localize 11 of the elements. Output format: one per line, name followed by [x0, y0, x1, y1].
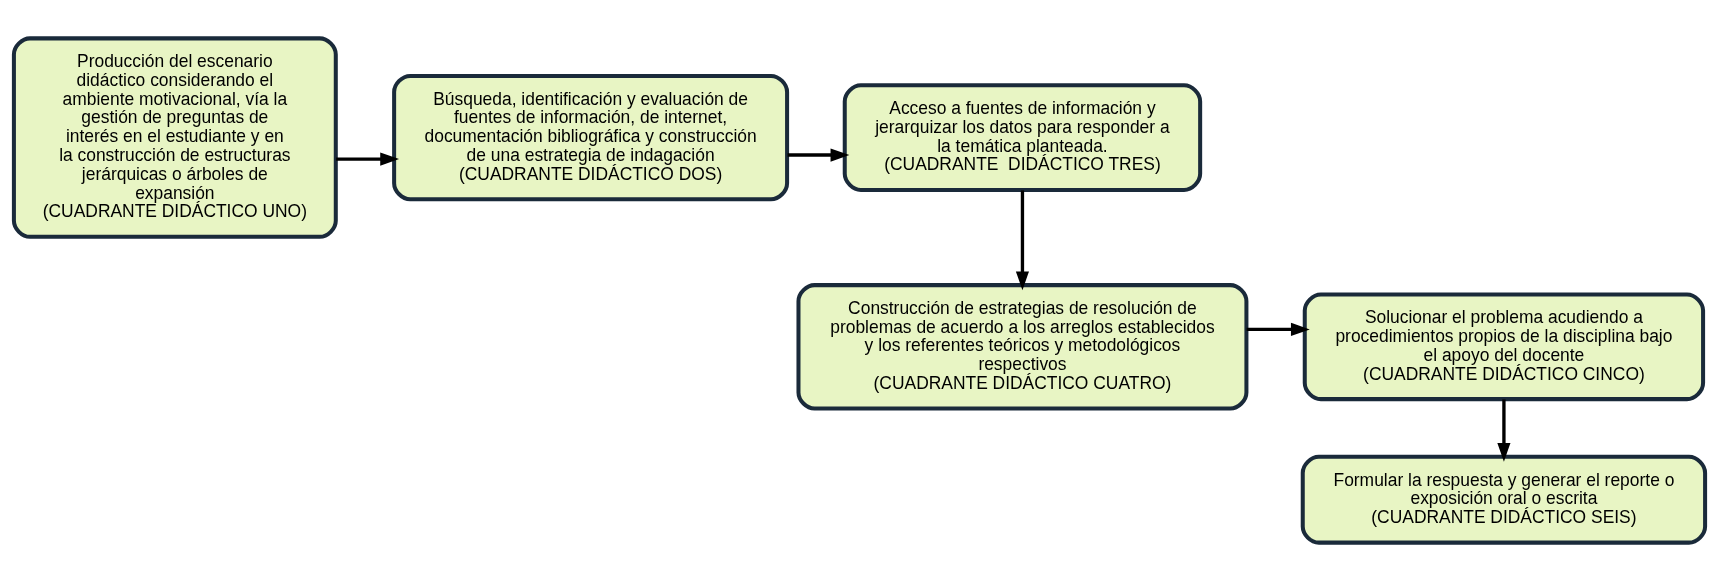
arrow	[1246, 322, 1310, 336]
node-box: Solucionar el problema acudiendo a procedimientos propios de la disciplina bajo el apoyo del docente (CUADRANTE DIDÁCTICO CINCO)	[1302, 292, 1706, 401]
node-box: Búsqueda, identificación y evaluación de fuentes de información, de internet, documentación bibliográfica y construcción de una estrategia de indagación (CUADRANTE DIDÁCTICO DOS)	[392, 73, 790, 201]
node-box: Formular la respuesta y generar el reporte o exposición oral o escrita (CUADRANTE DIDÁCTICO SEIS)	[1300, 454, 1708, 545]
node-box: Construcción de estrategias de resolución de problemas de acuerdo a los arreglos establecidos y los referentes teóricos y metodológicos respectivos (CUADRANTE DIDÁCTICO CUATRO)	[796, 282, 1249, 411]
arrow	[787, 147, 850, 162]
arrow	[336, 151, 400, 166]
arrow	[1497, 398, 1511, 462]
arrow	[1015, 189, 1030, 290]
node-box: Producción del escenario didáctico considerando el ambiente motivacional, vía la gestión de preguntas de interés en el estudiante y en la construcción de estructuras jerárquicas o árboles de expansión (CUADRANTE DIDÁCTICO UNO)	[11, 35, 338, 239]
node-box: Acceso a fuentes de información y jerarquizar los datos para responder a la temática planteada. (CUADRANTE DIDÁCTICO TRES)	[842, 82, 1203, 192]
